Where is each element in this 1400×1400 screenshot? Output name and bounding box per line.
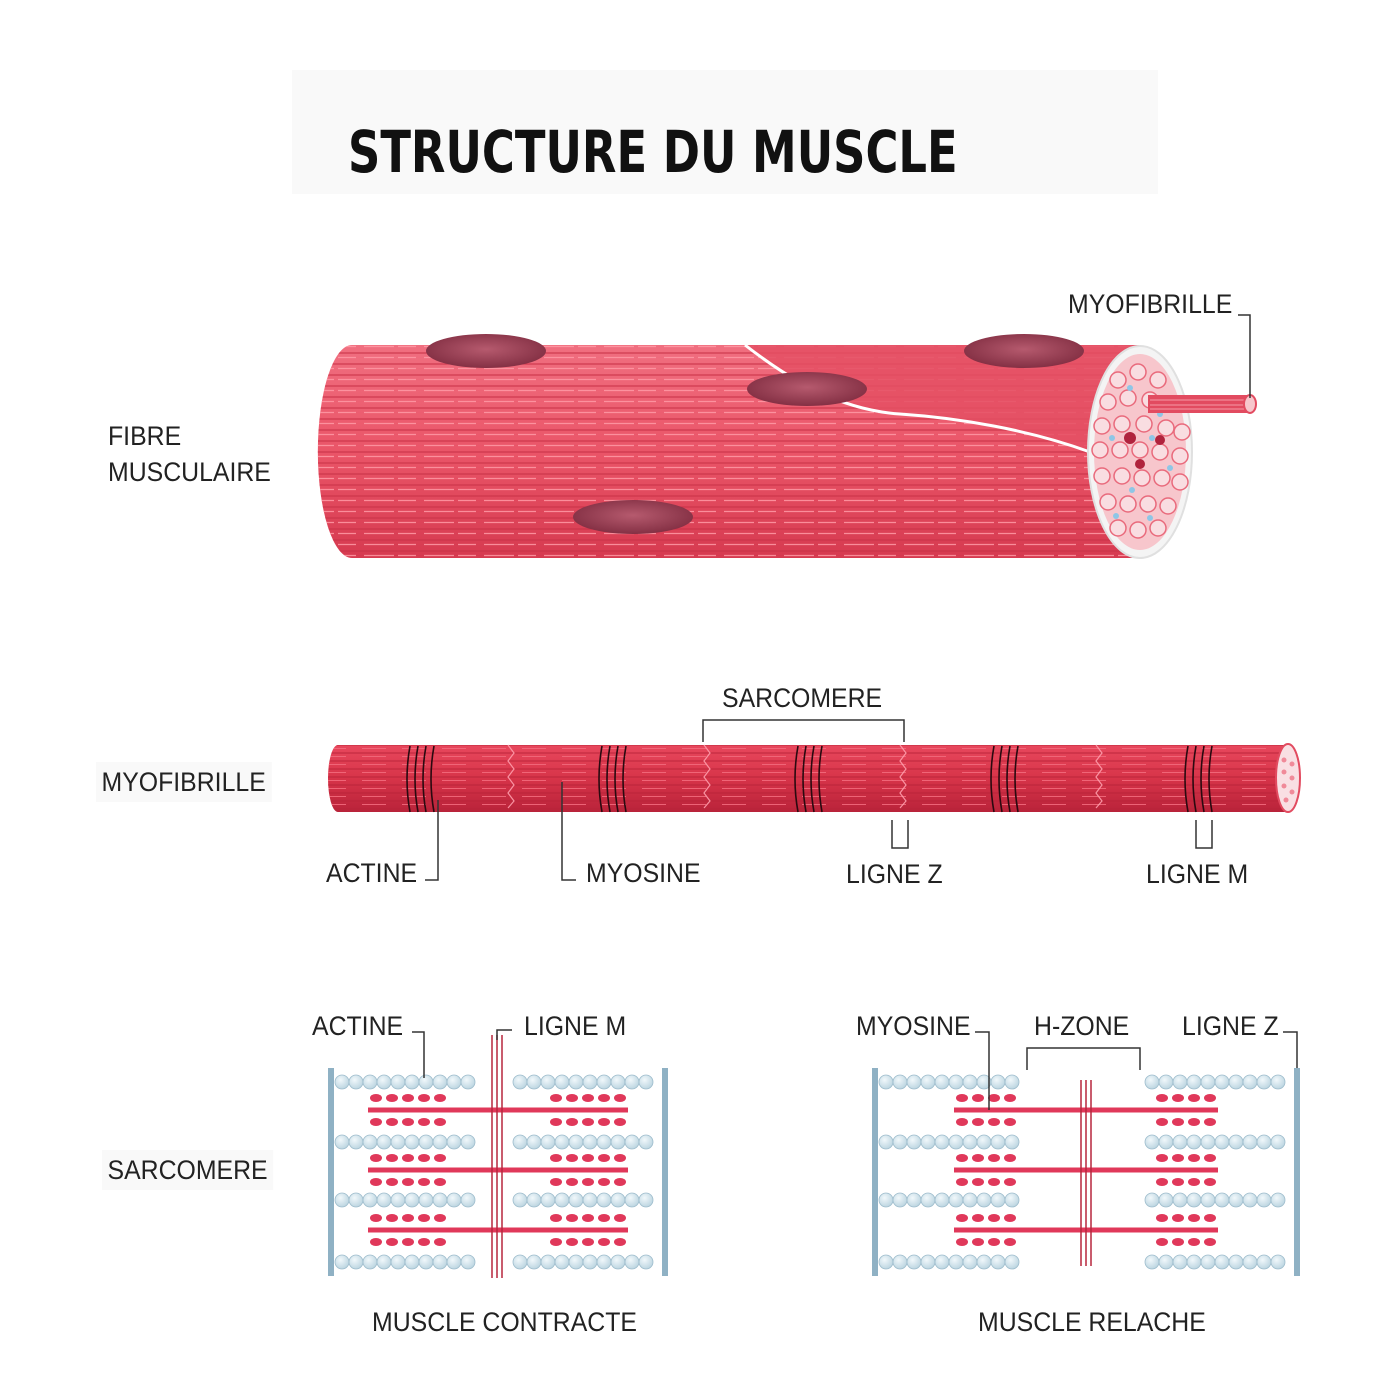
actine-callout-label: ACTINE xyxy=(326,858,418,888)
m-line xyxy=(491,1035,503,1278)
ligne-m-callout-line xyxy=(496,1029,512,1040)
actine-callout-line xyxy=(412,1031,425,1078)
h-zone-bracket xyxy=(1026,1047,1141,1070)
m-line xyxy=(1080,1080,1092,1266)
ligne-z-callout-line xyxy=(891,820,909,849)
page-title: STRUCTURE DU MUSCLE xyxy=(348,118,958,186)
actine-callout-line xyxy=(425,800,439,881)
actin-filaments xyxy=(334,1074,654,1270)
myofibril-row-label: MYOFIBRILLE xyxy=(96,762,272,802)
contracted-caption: MUSCLE CONTRACTE xyxy=(372,1307,637,1337)
relaxed-ligne-z-label: LIGNE Z xyxy=(1182,1011,1279,1041)
myofibril xyxy=(328,719,1301,881)
sarcomere-callout-label: SARCOMERE xyxy=(722,683,883,713)
sarcomere-bracket xyxy=(702,719,905,742)
contracted-ligne-m-label: LIGNE M xyxy=(524,1011,627,1041)
title-background xyxy=(292,70,1158,194)
myofibrille-callout-line xyxy=(1238,314,1251,398)
actin-filaments xyxy=(878,1074,1286,1270)
myosine-callout-label: MYOSINE xyxy=(586,858,701,888)
ligne-m-callout-line xyxy=(1195,820,1213,849)
ligne-z-callout-line xyxy=(1283,1031,1298,1068)
myosin-filaments xyxy=(368,1107,628,1233)
ligne-z-callout-label: LIGNE Z xyxy=(846,859,943,889)
relaxed-myosine-label: MYOSINE xyxy=(856,1011,971,1041)
relaxed-h-zone-label: H-ZONE xyxy=(1034,1011,1130,1041)
fiber-label-line1: FIBRE xyxy=(108,421,182,451)
myosine-callout-line xyxy=(561,782,576,881)
relaxed-caption: MUSCLE RELACHE xyxy=(978,1307,1206,1337)
myosine-callout-line xyxy=(975,1031,990,1110)
nucleus xyxy=(573,500,693,534)
muscle-fiber xyxy=(317,314,1257,559)
myofibrille-callout-label: MYOFIBRILLE xyxy=(1068,289,1233,319)
fiber-label-line2: MUSCULAIRE xyxy=(108,457,271,487)
z-line xyxy=(662,1068,668,1276)
sarcomere-row-label: SARCOMERE xyxy=(102,1150,274,1190)
contracted-sarcomere xyxy=(328,1029,668,1278)
myosin-heads xyxy=(956,1094,1216,1246)
myosin-heads xyxy=(370,1094,626,1246)
z-line xyxy=(1294,1068,1300,1276)
myofibril-cross-section xyxy=(1275,743,1301,813)
nucleus xyxy=(964,334,1084,368)
ligne-m-callout-label: LIGNE M xyxy=(1146,859,1249,889)
z-line xyxy=(328,1068,334,1276)
nucleus xyxy=(426,334,546,368)
relaxed-sarcomere xyxy=(872,1031,1300,1276)
z-line xyxy=(872,1068,878,1276)
nucleus xyxy=(747,372,867,406)
contracted-actine-label: ACTINE xyxy=(312,1011,404,1041)
